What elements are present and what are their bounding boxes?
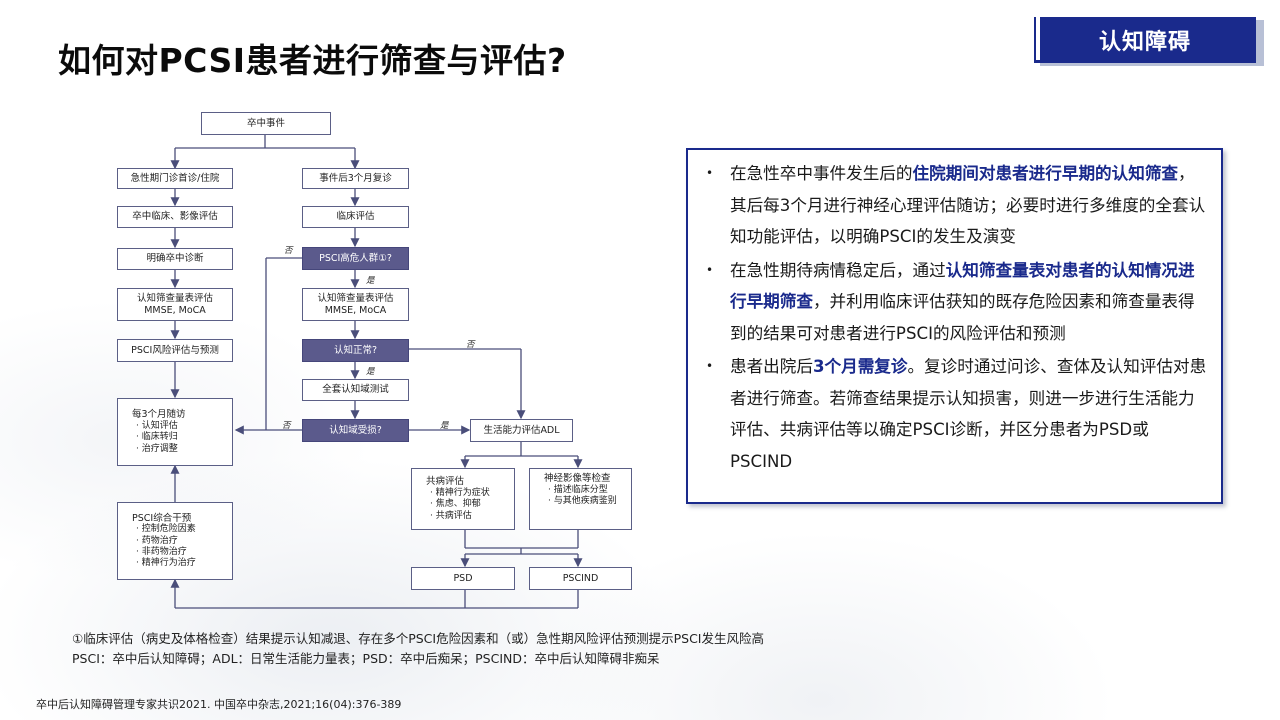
bullet-dot: • (706, 166, 714, 180)
node-item: · 认知评估 (136, 421, 178, 432)
node-text-line: 认知筛查量表评估 (317, 292, 394, 304)
label-no: 否 (282, 421, 291, 431)
node-item: · 治疗调整 (136, 443, 178, 454)
node-neuroimaging-exam: 神经影像等检查 · 描述临床分型 · 与其他疾病鉴别 (529, 468, 632, 530)
bullet-text: 。复诊时通过问诊、查体及认知评估对患者进行筛查。若筛查结果提示认知损害，则进一步… (730, 357, 1207, 471)
bullet-text: 在急性卒中事件发生后的 (730, 164, 913, 183)
node-3-month-revisit: 事件后3个月复诊 (302, 168, 409, 189)
section-badge: 认知障碍 (1034, 14, 1264, 66)
bullet-text: 在急性期待病情稳定后，通过 (730, 260, 946, 280)
bullet-item: • 患者出院后3个月需复诊。复诊时通过问诊、查体及认知评估对患者进行筛查。若筛查… (698, 351, 1209, 477)
node-psd: PSD (411, 567, 515, 590)
node-acute-first-visit: 急性期门诊首诊/住院 (117, 168, 233, 189)
bullet-text: 患者出院后 (730, 357, 813, 376)
node-item: · 精神行为症状 (430, 488, 490, 499)
node-title: PSCI综合干预 (132, 512, 192, 524)
node-item: · 与其他疾病鉴别 (548, 496, 617, 507)
label-no: 否 (466, 340, 475, 350)
node-item: · 描述临床分型 (548, 484, 608, 495)
node-psci-intervention: PSCI综合干预 · 控制危险因素 · 药物治疗 · 非药物治疗 · 精神行为治… (117, 502, 233, 580)
node-clinical-imaging-eval: 卒中临床、影像评估 (117, 206, 233, 228)
node-item: · 非药物治疗 (136, 546, 187, 557)
bullet-text: ，其后每3个月进行神经心理评估随访；必要时进行多维度的全套认知功能评估，以明确P… (730, 164, 1206, 246)
node-domain-impaired: 认知域受损? (302, 419, 409, 442)
node-item: · 控制危险因素 (136, 524, 196, 535)
node-item: · 药物治疗 (136, 535, 178, 546)
bullet-emphasis: 住院期间对患者进行早期的认知筛查 (912, 164, 1179, 183)
bullet-dot: • (706, 262, 714, 277)
page-title: 如何对PCSI患者进行筛查与评估? (58, 41, 567, 80)
badge-accent-line (1036, 14, 1040, 60)
node-cognition-normal: 认知正常? (302, 339, 409, 362)
bullet-emphasis: 3个月需复诊 (812, 357, 908, 376)
summary-panel: • 在急性卒中事件发生后的住院期间对患者进行早期的认知筛查，其后每3个月进行神经… (686, 148, 1223, 504)
reference-citation: 卒中后认知障碍管理专家共识2021. 中国卒中杂志,2021;16(04):37… (36, 698, 402, 711)
node-psci-risk-assessment: PSCI风险评估与预测 (117, 339, 233, 362)
node-clinical-eval: 临床评估 (302, 206, 409, 228)
node-text-line: 认知筛查量表评估 (136, 292, 213, 304)
node-comorbidity-eval: 共病评估 · 精神行为症状 · 焦虑、抑郁 · 共病评估 (411, 468, 515, 530)
node-text-line: MMSE, MoCA (144, 304, 206, 316)
node-text-line: MMSE, MoCA (324, 304, 387, 316)
label-yes: 是 (366, 367, 375, 377)
node-left-cognitive-screening: 认知筛查量表评估 MMSE, MoCA (117, 288, 233, 321)
node-confirm-diagnosis: 明确卒中诊断 (117, 248, 233, 270)
bullet-emphasis: 认知筛查量表对患者的认知情况进行早期筛查 (730, 260, 1195, 312)
node-psci-high-risk: PSCI高危人群①? (302, 247, 409, 270)
footnote-clinical-eval: ①临床评估（病史及体格检查）结果提示认知减退、存在多个PSCI危险因素和（或）急… (72, 631, 764, 646)
footnote-abbreviations: PSCI：卒中后认知障碍；ADL：日常生活能力量表；PSD：卒中后痴呆；PSCI… (72, 651, 660, 666)
node-item: · 临床转归 (136, 432, 178, 443)
bullet-text: ，并利用临床评估获知的既存危险因素和筛查量表得到的结果可对患者进行PSCI的风险… (730, 292, 1195, 343)
label-yes: 是 (440, 421, 449, 431)
node-item: · 共病评估 (430, 510, 472, 521)
node-pscind: PSCIND (529, 567, 632, 590)
node-adl-assessment: 生活能力评估ADL (470, 419, 573, 442)
node-stroke-event: 卒中事件 (201, 112, 331, 135)
node-full-domain-test: 全套认知域测试 (302, 379, 409, 401)
node-followup-3-months: 每3个月随访 · 认知评估 · 临床转归 · 治疗调整 (117, 398, 233, 466)
node-title: 每3个月随访 (132, 409, 186, 421)
bullet-item: • 在急性卒中事件发生后的住院期间对患者进行早期的认知筛查，其后每3个月进行神经… (698, 158, 1209, 253)
label-no: 否 (284, 246, 293, 256)
bullet-dot: • (706, 359, 714, 373)
node-title: 共病评估 (426, 476, 465, 488)
badge-label: 认知障碍 (1034, 14, 1256, 63)
label-yes: 是 (366, 276, 375, 286)
node-item: · 焦虑、抑郁 (430, 499, 481, 510)
node-right-cognitive-screening: 认知筛查量表评估 MMSE, MoCA (302, 288, 409, 321)
node-item: · 精神行为治疗 (136, 558, 196, 569)
node-title: 神经影像等检查 (544, 473, 611, 484)
bullet-item: • 在急性期待病情稳定后，通过认知筛查量表对患者的认知情况进行早期筛查，并利用临… (698, 255, 1209, 350)
